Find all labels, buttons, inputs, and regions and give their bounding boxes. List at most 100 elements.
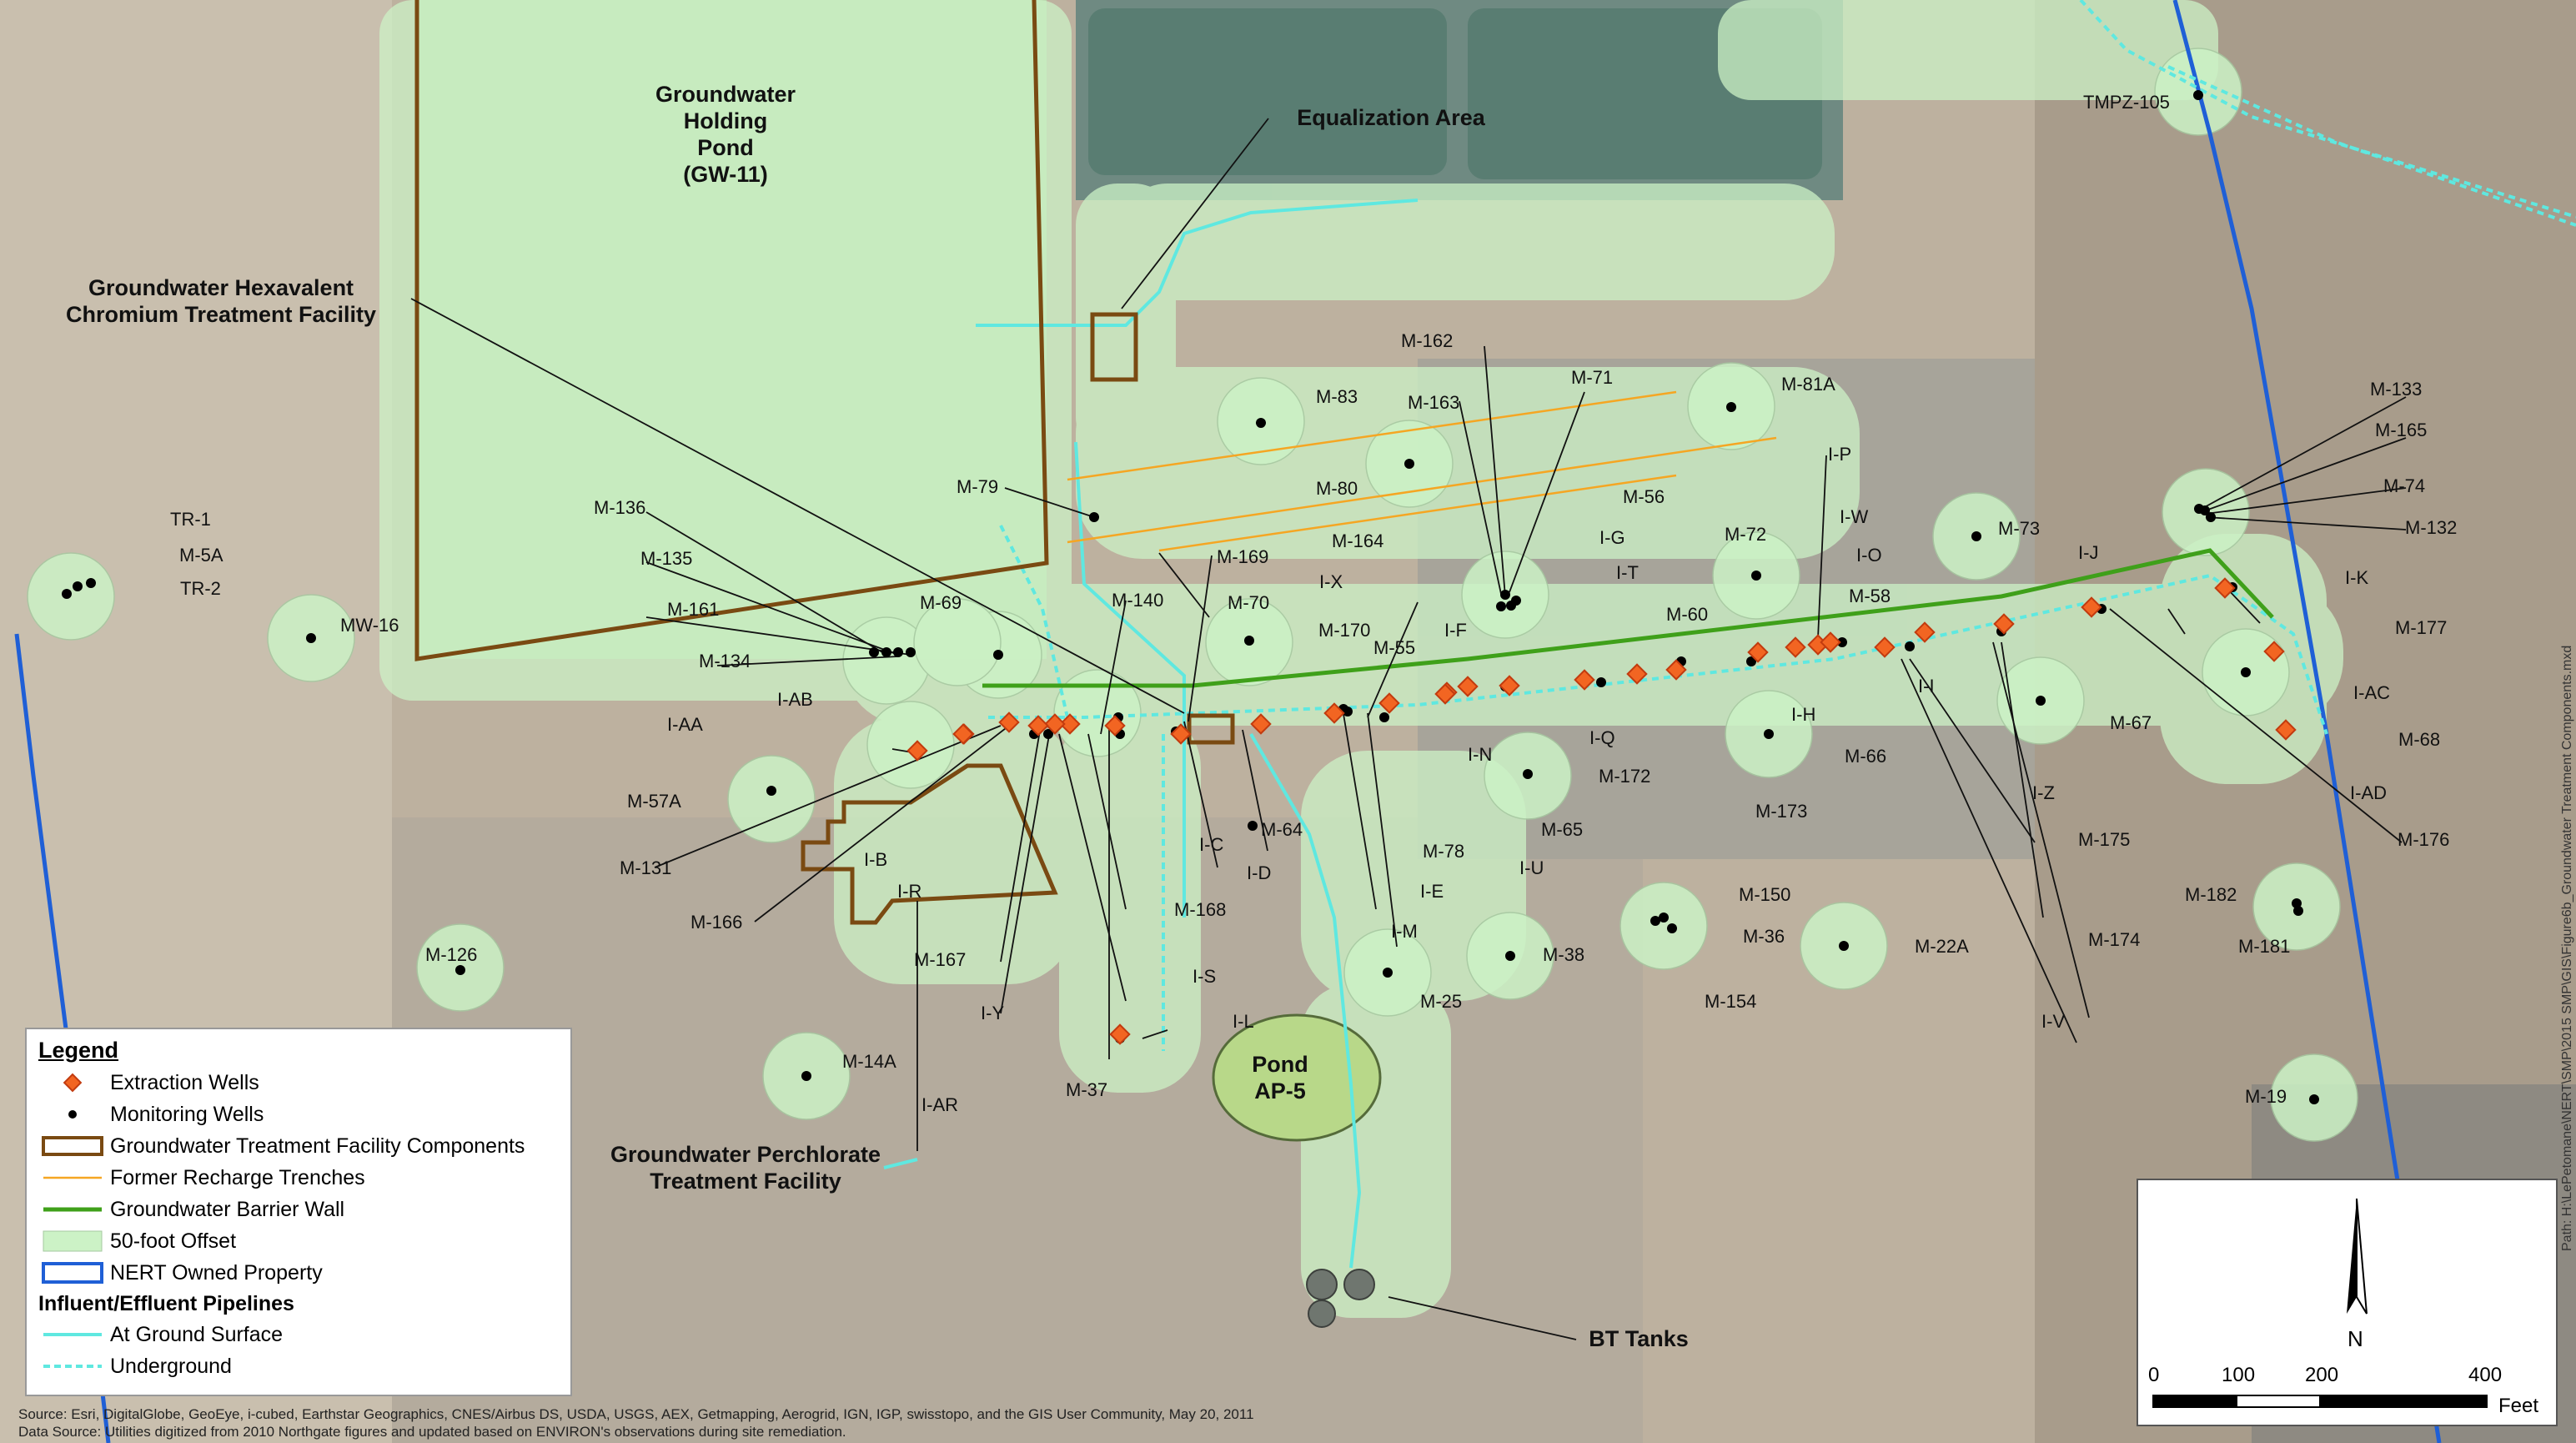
monitoring-well-m-65 xyxy=(1523,769,1533,779)
monitoring-well-m-73 xyxy=(1971,531,1981,541)
holding-pond-label-4: (GW-11) xyxy=(683,162,767,187)
holding-pond-label-2: Holding xyxy=(684,108,767,133)
well-label: M-181 xyxy=(2238,936,2290,957)
monitoring-well-m-150 xyxy=(1659,913,1669,923)
hexavalent-facility-label-1: Groundwater Hexavalent xyxy=(88,275,354,300)
well-label: I-U xyxy=(1519,857,1544,878)
monitoring-well-tmpz-105 xyxy=(2193,90,2203,100)
monitoring-well-m-71 xyxy=(1511,596,1521,606)
well-label: I-AR xyxy=(921,1094,958,1115)
well-label: I-B xyxy=(864,849,887,870)
extraction-well-i-i xyxy=(1874,636,1896,658)
legend-label: Groundwater Treatment Facility Component… xyxy=(110,1134,525,1158)
well-label: M-66 xyxy=(1845,746,1886,767)
monitoring-well-m-182 xyxy=(2292,898,2302,908)
monitoring-well-mw-16 xyxy=(306,633,316,643)
recharge-trenches xyxy=(1067,390,1777,552)
well-label: M-37 xyxy=(1066,1079,1107,1100)
well-label: I-AC xyxy=(2353,682,2390,703)
well-label: I-AB xyxy=(777,689,813,710)
extraction-well-i-s xyxy=(1104,715,1126,737)
monitoring-well-m-72 xyxy=(1751,571,1761,581)
monitoring-well-m-68 xyxy=(2241,667,2251,677)
legend-item-pipe-surface: At Ground Surface xyxy=(35,1319,562,1350)
legend-label: Monitoring Wells xyxy=(110,1102,264,1126)
well-label: I-R xyxy=(897,881,921,902)
well-label: I-F xyxy=(1444,620,1467,641)
well-label: I-G xyxy=(1599,527,1625,548)
well-label: TMPZ-105 xyxy=(2083,92,2170,113)
monitoring-well-m-126 xyxy=(455,965,465,975)
well-label: M-55 xyxy=(1373,637,1415,658)
perchlorate-facility-label-1: Groundwater Perchlorate xyxy=(610,1142,881,1167)
well-label: M-65 xyxy=(1541,819,1583,840)
pond-ap5-label-1: Pond xyxy=(1252,1052,1308,1077)
well-label: M-170 xyxy=(1318,620,1370,641)
scale-tick-100: 100 xyxy=(2222,1364,2256,1386)
source-line-1: Source: Esri, DigitalGlobe, GeoEye, i-cu… xyxy=(18,1406,1254,1422)
extraction-well-i-ac xyxy=(2263,641,2285,662)
monitoring-well-m-134 xyxy=(881,647,891,657)
well-label: I-Y xyxy=(981,1003,1004,1023)
monitoring-well-m-78 xyxy=(1379,712,1389,722)
extraction-well-i-o xyxy=(1820,631,1841,653)
well-label: I-V xyxy=(2041,1011,2065,1032)
scale-tick-200: 200 xyxy=(2305,1364,2339,1386)
monitoring-well-m-69 xyxy=(993,650,1003,660)
well-label: I-S xyxy=(1193,966,1216,987)
facility-outline-icon xyxy=(35,1134,110,1159)
monitoring-well-m-162 xyxy=(1500,590,1510,600)
monitoring-well-m-165 xyxy=(2200,505,2210,515)
legend-label: Extraction Wells xyxy=(110,1070,259,1094)
well-label: I-X xyxy=(1319,571,1343,592)
well-label: M-81A xyxy=(1781,374,1835,395)
well-label: M-83 xyxy=(1316,386,1358,407)
well-label: M-169 xyxy=(1217,546,1268,567)
extraction-well-i-ar xyxy=(998,711,1020,733)
well-label: M-135 xyxy=(640,548,692,569)
well-label: M-167 xyxy=(914,949,966,970)
well-label: M-57A xyxy=(627,791,681,812)
monitoring-well-m-173 xyxy=(1746,656,1756,666)
monitoring-well-m-66 xyxy=(1764,729,1774,739)
well-label: TR-2 xyxy=(180,578,221,599)
well-label: I-D xyxy=(1247,862,1271,883)
well-label: M-175 xyxy=(2078,829,2130,850)
well-label: M-67 xyxy=(2110,712,2152,733)
monitoring-well-m-5a xyxy=(86,578,96,588)
legend-item-nert: NERT Owned Property xyxy=(35,1257,562,1289)
extraction-wells xyxy=(906,577,2297,1045)
well-label: M-56 xyxy=(1623,486,1665,507)
well-label: M-163 xyxy=(1408,392,1459,413)
legend-item-offset: 50-foot Offset xyxy=(35,1225,562,1257)
legend-item-trenches: Former Recharge Trenches xyxy=(35,1162,562,1194)
map-annotations: Groundwater Holding Pond (GW-11) Equaliz… xyxy=(66,82,1689,1351)
monitoring-well-m-174 xyxy=(1905,641,1915,651)
well-label: M-154 xyxy=(1705,991,1756,1012)
monitoring-well-m-132 xyxy=(2206,512,2216,522)
monitoring-well-tr-1 xyxy=(62,589,72,599)
extraction-well-i-f xyxy=(1499,675,1520,696)
well-label: M-36 xyxy=(1743,926,1785,947)
well-label: M-72 xyxy=(1725,524,1766,545)
monitoring-well-m-36 xyxy=(1667,923,1677,933)
well-label: M-126 xyxy=(425,944,477,965)
well-label: I-AD xyxy=(2350,782,2387,803)
monitoring-well-m-80 xyxy=(1404,459,1414,469)
monitoring-well-m-19 xyxy=(2309,1094,2319,1104)
well-label: M-140 xyxy=(1112,590,1163,611)
well-label: I-L xyxy=(1233,1011,1254,1032)
monitoring-well-icon xyxy=(35,1102,110,1127)
source-line-2: Data Source: Utilities digitized from 20… xyxy=(18,1424,846,1440)
perchlorate-facility-label-2: Treatment Facility xyxy=(650,1169,841,1194)
extraction-well-labels: I-P I-W I-G I-O I-J I-T I-K I-X I-F I-AC… xyxy=(667,444,2390,1115)
extraction-well-i-q xyxy=(1574,669,1595,691)
well-label: I-C xyxy=(1199,834,1223,855)
pipe-underground-icon xyxy=(35,1354,110,1379)
well-label: M-69 xyxy=(920,592,962,613)
monitoring-well-m-164 xyxy=(1496,601,1506,611)
well-label: I-K xyxy=(2345,567,2368,588)
legend-label: NERT Owned Property xyxy=(110,1260,323,1285)
monitoring-well-m-81a xyxy=(1726,402,1736,412)
well-label: M-150 xyxy=(1739,884,1790,905)
